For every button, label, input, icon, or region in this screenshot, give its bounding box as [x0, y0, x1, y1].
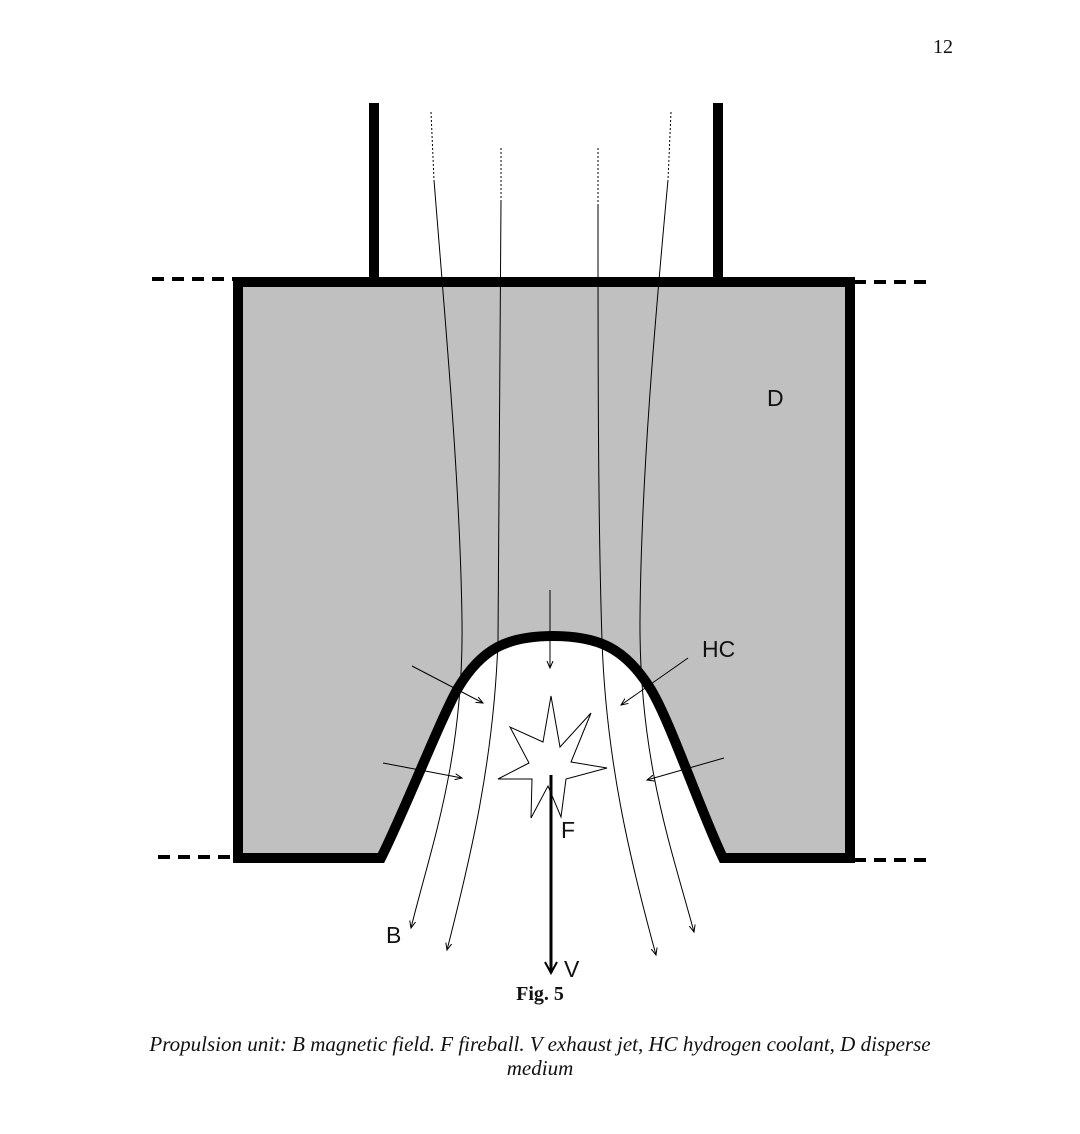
field-line-2: [447, 199, 502, 950]
coolant-arrow-upper-left: [411, 665, 483, 703]
label-hc: HC: [702, 636, 735, 662]
coolant-arrow-lower-right: [647, 757, 725, 780]
field-line-4-top: [667, 111, 672, 181]
field-line-1-top: [430, 111, 435, 181]
page-number: 12: [933, 36, 953, 58]
field-line-3: [597, 204, 656, 955]
fireball-star: [497, 695, 608, 819]
coolant-arrow-lower-left: [382, 762, 462, 778]
figure-title: Fig. 5: [516, 983, 564, 1005]
field-line-4: [639, 179, 694, 932]
disperse-medium-body: [233, 277, 855, 863]
label-v: V: [564, 956, 580, 982]
figure-caption: Propulsion unit: B magnetic field. F fir…: [149, 1032, 931, 1080]
coolant-arrow-upper-right: [621, 657, 689, 705]
label-b: B: [386, 922, 401, 948]
field-line-1: [411, 179, 463, 928]
label-d: D: [767, 385, 784, 411]
label-f: F: [561, 817, 575, 843]
